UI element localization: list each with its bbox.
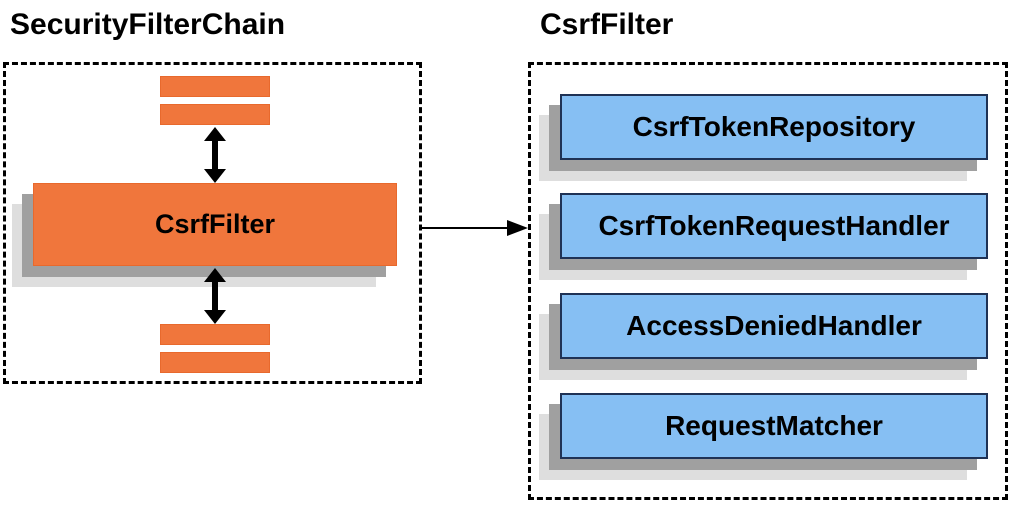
csrf-filter-container bbox=[528, 62, 1008, 500]
double-headed-arrow-icon bbox=[204, 127, 226, 183]
component-box-request-matcher: RequestMatcher bbox=[560, 393, 988, 459]
csrf-filter-box-label: CsrfFilter bbox=[154, 209, 276, 239]
filter-placeholder-bar-top-2 bbox=[160, 104, 270, 125]
filter-placeholder-bar-bottom-1 bbox=[160, 324, 270, 345]
double-headed-arrow-icon bbox=[204, 268, 226, 324]
csrf-filter-box: CsrfFilter bbox=[33, 183, 397, 266]
component-box-csrf-token-request-handler: CsrfTokenRequestHandler bbox=[560, 193, 988, 259]
right-arrow-icon bbox=[422, 220, 528, 236]
component-box-access-denied-handler: AccessDeniedHandler bbox=[560, 293, 988, 359]
csrf-filter-title: CsrfFilter bbox=[540, 8, 674, 41]
security-filter-chain-container bbox=[3, 62, 422, 384]
filter-placeholder-bar-bottom-2 bbox=[160, 352, 270, 373]
component-box-csrf-token-repository: CsrfTokenRepository bbox=[560, 94, 988, 160]
filter-placeholder-bar-top-1 bbox=[160, 76, 270, 97]
security-filter-chain-title: SecurityFilterChain bbox=[10, 8, 286, 41]
